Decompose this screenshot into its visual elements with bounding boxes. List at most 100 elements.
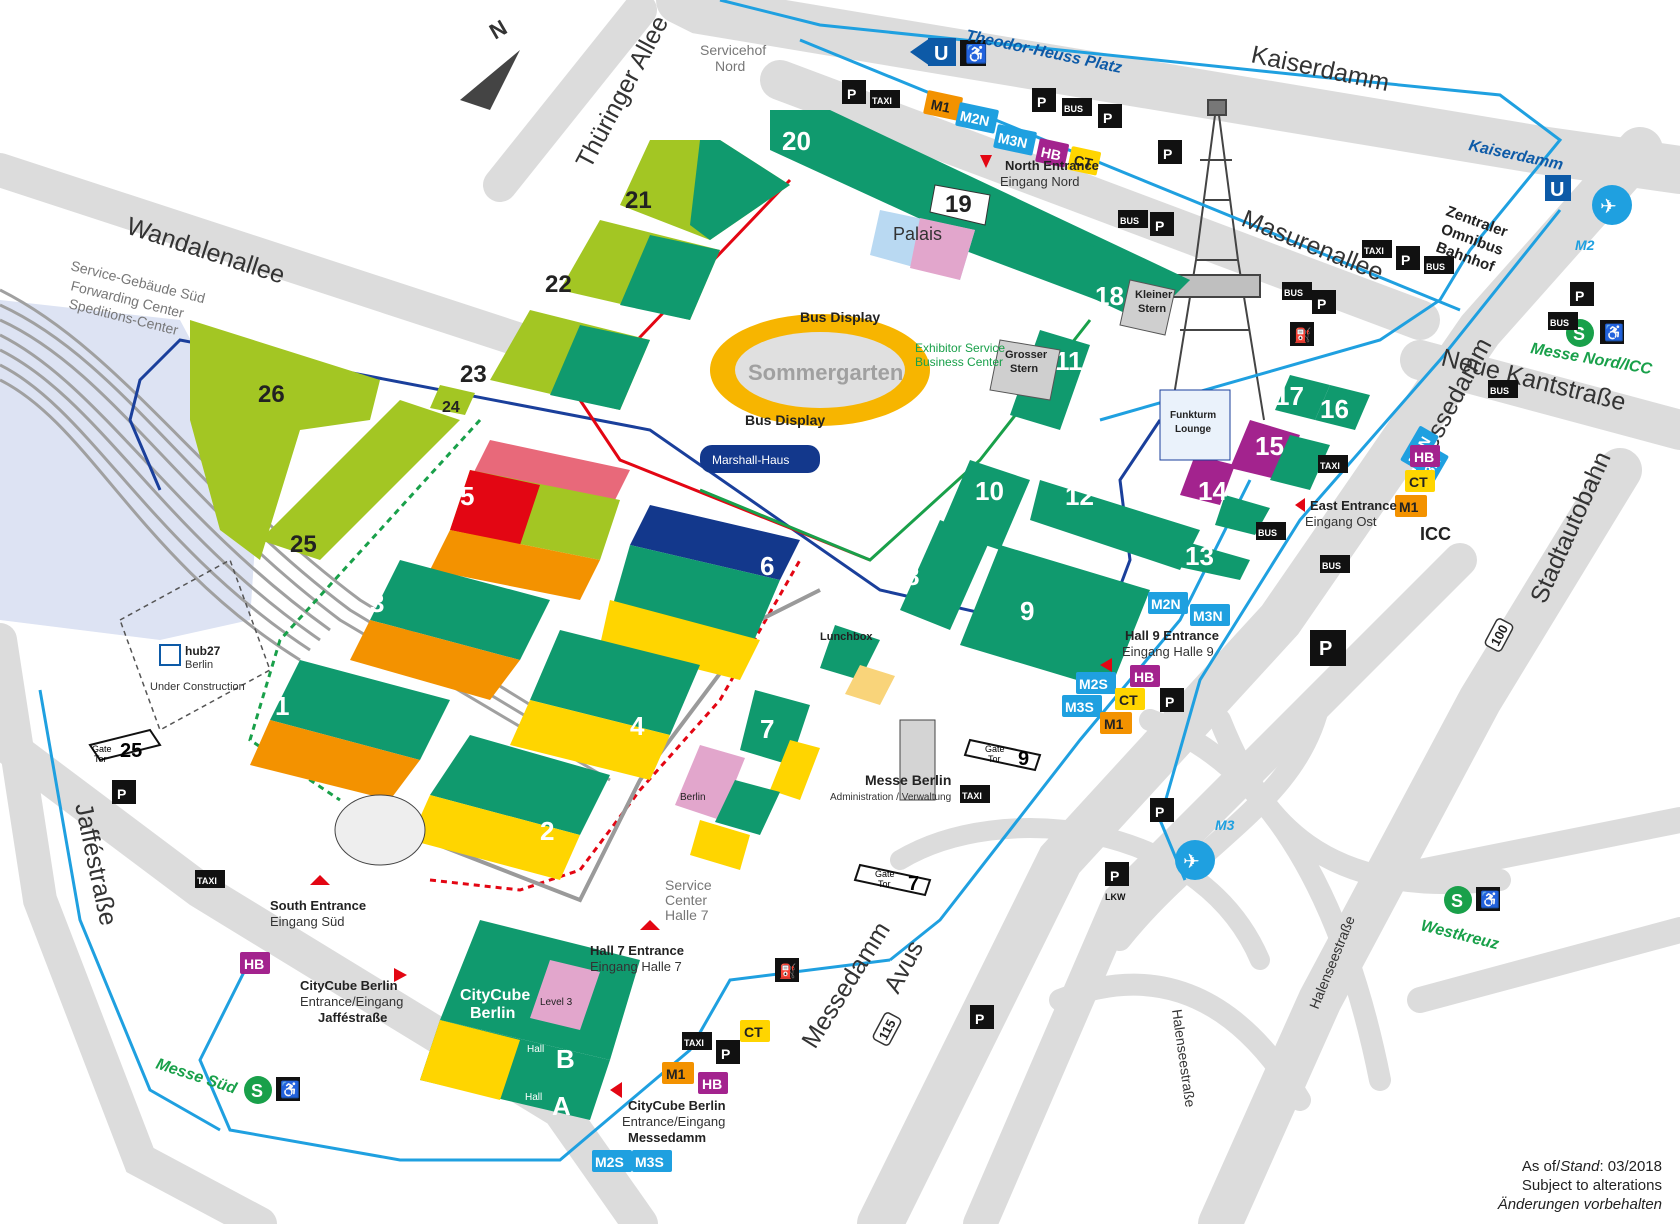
hall-7-2c [820, 625, 880, 680]
hall-26 [190, 320, 380, 560]
badge-m1-east [1395, 495, 1427, 517]
messe-berlin-admin-label-2: Administration / Verwaltung [830, 792, 951, 803]
svg-text:P: P [1103, 110, 1112, 126]
airport-icon [1592, 185, 1632, 225]
hall-16 [1315, 385, 1370, 430]
svg-text:Gate: Gate [985, 744, 1005, 754]
svg-text:♿: ♿ [965, 43, 987, 64]
messe-sued-station: Messe Süd S ♿ [154, 1056, 300, 1104]
bus-zob-icon [1424, 256, 1454, 274]
service-center-label-3: Halle 7 [665, 907, 709, 923]
svg-text:M2S: M2S [1079, 676, 1108, 692]
hall-2-label: 2 [540, 816, 554, 846]
svg-text:HB: HB [1414, 449, 1434, 465]
m3-label: M3 [1215, 817, 1235, 833]
hall9-entrance-sublabel: Eingang Halle 9 [1122, 644, 1214, 659]
hall-7-b [770, 740, 820, 800]
exhibitor-service-label-2: Business Center [915, 355, 1003, 369]
svg-text:BUS: BUS [1490, 386, 1509, 396]
svg-text:✈: ✈ [1600, 196, 1617, 218]
svg-text:HB: HB [1134, 669, 1154, 685]
hall-13-label: 13 [1185, 541, 1214, 571]
svg-text:P: P [721, 1046, 730, 1062]
gate-7: Gate Tor 7 [853, 863, 932, 897]
hall-a-label: A [552, 1091, 571, 1121]
hall-3-2 [370, 560, 550, 660]
hall-10-label: 10 [975, 476, 1004, 506]
svg-text:TAXI: TAXI [197, 876, 217, 886]
svg-text:TAXI: TAXI [1320, 461, 1340, 471]
parking-p12-lkw-icon [1105, 862, 1129, 886]
parking-p14-icon [716, 1040, 740, 1064]
svg-text:P: P [1401, 252, 1410, 268]
badge-hb-south [240, 952, 270, 974]
svg-text:M1: M1 [930, 96, 953, 116]
badge-hb-hall9 [1130, 665, 1160, 687]
hall7-entrance-label: Hall 7 Entrance [590, 943, 684, 958]
badge-m2s-citycube [592, 1150, 632, 1172]
servicehof-nord-label-1: Servicehof [700, 42, 766, 58]
parking-p3-icon [1312, 290, 1336, 314]
hall7-entrance-sublabel: Eingang Halle 7 [590, 959, 682, 974]
taxi-east-icon [1318, 455, 1348, 473]
grosser-stern-label-2: Stern [1010, 363, 1038, 375]
hall-22-label: 22 [545, 271, 572, 298]
hall-8 [900, 520, 990, 630]
kaiserdamm-u-icon [1545, 175, 1571, 201]
parking-p9-icon [1570, 282, 1594, 306]
airport-shuttle-markers: ✈ M2 ✈ M3 [1175, 185, 1632, 880]
svg-text:S: S [1451, 891, 1463, 911]
bus-north-icon [1062, 98, 1092, 116]
badge-m3n-north [993, 124, 1037, 156]
exhibition-halls: 20 19 Palais 18 21 22 23 26 25 24 5 6 [190, 110, 1370, 1121]
svg-text:♿: ♿ [1604, 323, 1624, 342]
fuel-south-icon [775, 958, 799, 982]
hall-25 [260, 400, 460, 560]
bus-east-icon [1256, 522, 1286, 540]
parking-p17-icon [112, 780, 136, 804]
hall-a-word: Hall [525, 1092, 542, 1103]
svg-text:M2S: M2S [595, 1154, 624, 1170]
hall-15-1 [1270, 435, 1330, 490]
citycube-city-label: Berlin [470, 1005, 515, 1022]
hall-1-1 [250, 720, 420, 800]
citycube-label: CityCube [460, 987, 530, 1004]
svg-text:M1: M1 [1399, 499, 1419, 515]
messe-sued-label: Messe Süd [154, 1056, 240, 1098]
badge-ct-citycube [740, 1020, 770, 1042]
svg-text:TAXI: TAXI [872, 96, 892, 106]
hall-18 [910, 200, 1190, 320]
westkreuz-label: Westkreuz [1419, 917, 1500, 953]
svg-text:P: P [1575, 288, 1584, 304]
svg-text:BUS: BUS [1258, 528, 1277, 538]
svg-text:Gate: Gate [875, 869, 895, 879]
westkreuz-station: S ♿ Westkreuz [1419, 886, 1501, 953]
citycube-jaffe-label-2: Entrance/Eingang [300, 994, 403, 1009]
hall-2-1 [410, 795, 580, 880]
north-label: N [485, 15, 511, 45]
svg-text:BUS: BUS [1426, 262, 1445, 272]
svg-text:P: P [975, 1011, 984, 1027]
hall-21-label: 21 [625, 187, 652, 214]
svg-text:HB: HB [244, 956, 264, 972]
svg-text:U: U [934, 43, 948, 65]
svg-text:TAXI: TAXI [962, 791, 982, 801]
hall-4-label: 4 [630, 711, 645, 741]
parking-p7-icon [1396, 246, 1420, 270]
hall-9 [960, 545, 1150, 690]
svg-text:BUS: BUS [1284, 288, 1303, 298]
hall-19-label: 19 [945, 191, 972, 218]
hall-3-1 [350, 620, 520, 700]
hall-13 [1170, 540, 1250, 580]
funkturm-lounge [1159, 389, 1231, 461]
as-of-line: As of/Stand: 03/2018 [1521, 1158, 1662, 1175]
svg-text:CT: CT [1073, 152, 1095, 172]
badge-m3n-hall9 [1190, 604, 1230, 626]
bus-messe-nord-icon [1548, 312, 1578, 330]
badge-m2n-north [955, 102, 999, 134]
east-entrance-sublabel: Eingang Ost [1305, 514, 1377, 529]
svg-text:CT: CT [1119, 692, 1138, 708]
badge-m1-hall9 [1100, 712, 1132, 734]
